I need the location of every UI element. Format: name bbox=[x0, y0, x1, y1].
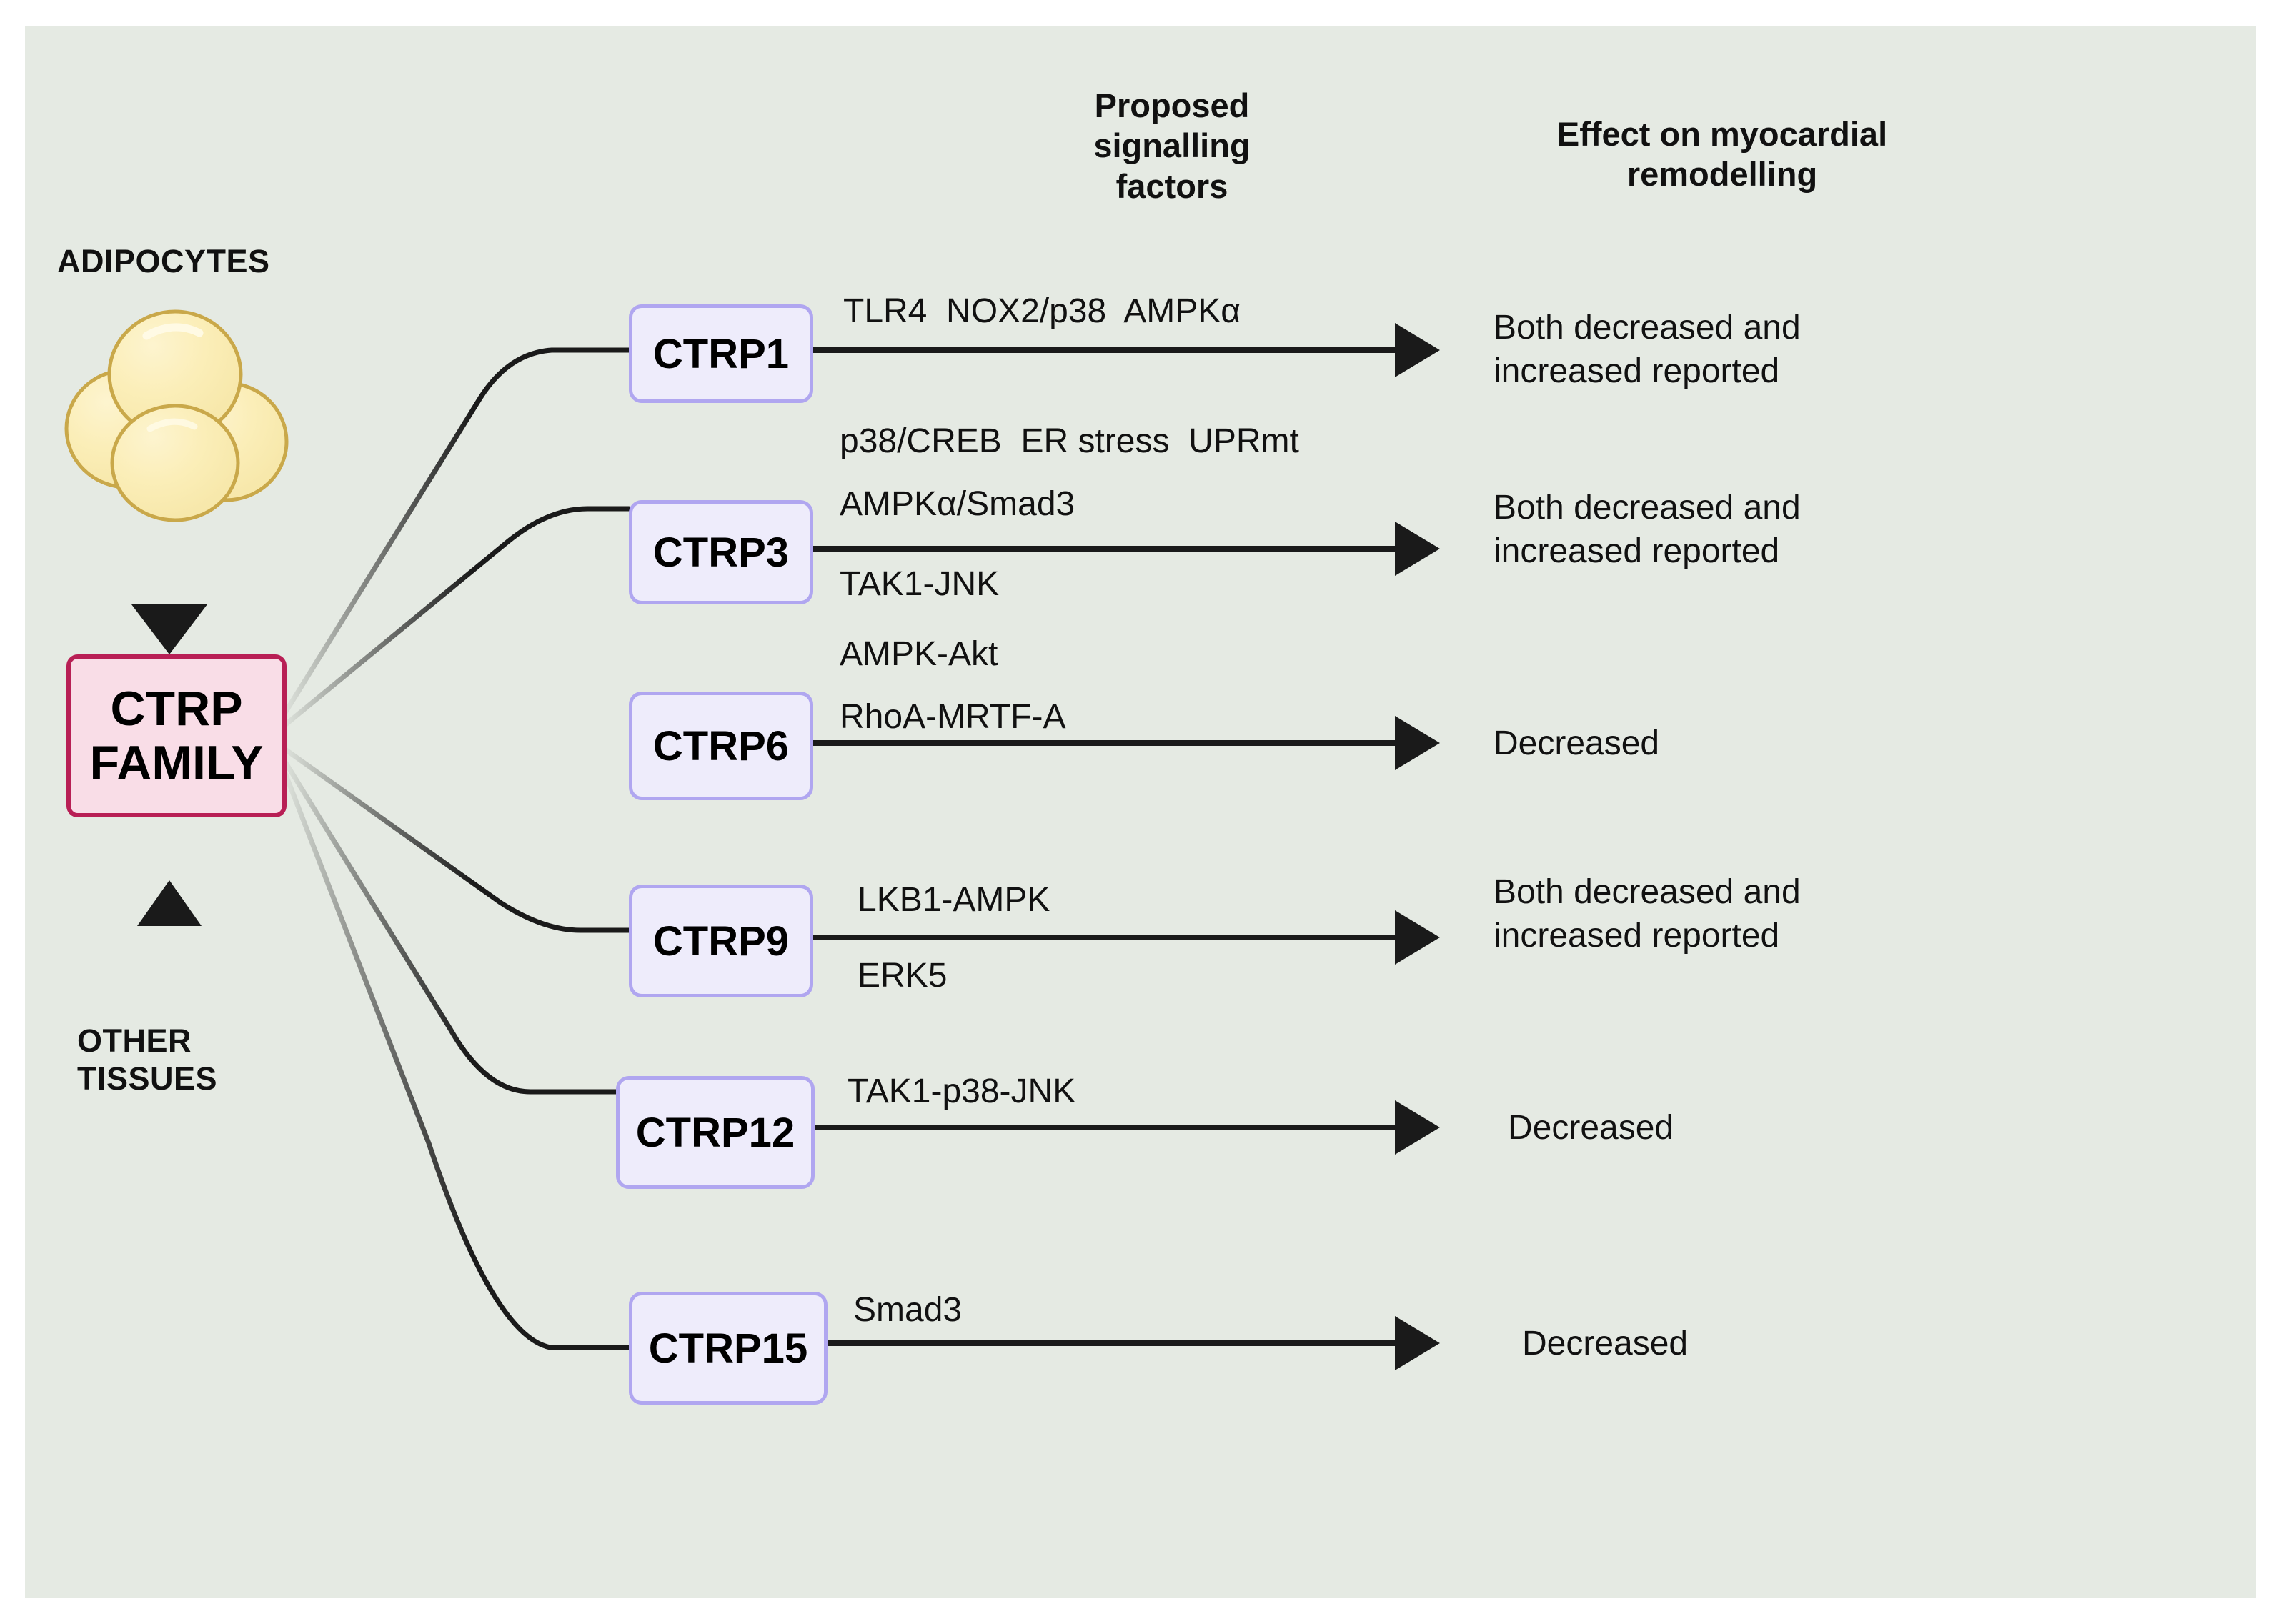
effect-line-1: Both decreased and bbox=[1494, 489, 1801, 527]
node-ctrp9[interactable]: CTRP9 bbox=[629, 885, 813, 997]
effect-line-1: Both decreased and bbox=[1494, 309, 1801, 347]
node-ctrp3[interactable]: CTRP3 bbox=[629, 500, 813, 604]
signalling-ctrp6-above-1: AMPK-Akt bbox=[840, 635, 998, 673]
label-other-tissues: OTHER TISSUES bbox=[77, 1022, 217, 1097]
effect-line-1: Decreased bbox=[1494, 724, 1660, 762]
effect-line-1: Both decreased and bbox=[1494, 873, 1801, 911]
effect-ctrp3: Both decreased and increased reported bbox=[1494, 486, 1965, 574]
node-ctrp6[interactable]: CTRP6 bbox=[629, 692, 813, 800]
effect-ctrp9: Both decreased and increased reported bbox=[1494, 870, 1965, 958]
effect-line-1: Decreased bbox=[1508, 1109, 1674, 1147]
header-line-2: remodelling bbox=[1626, 155, 1818, 194]
effect-line-1: Decreased bbox=[1522, 1325, 1689, 1363]
node-ctrp15[interactable]: CTRP15 bbox=[629, 1292, 828, 1405]
label-adipocytes: ADIPOCYTES bbox=[57, 243, 270, 279]
label-other-tissues-line-1: OTHER bbox=[77, 1022, 192, 1059]
header-line-2: signalling bbox=[1093, 126, 1251, 165]
column-header-signalling-factors: Proposed signalling factors bbox=[993, 86, 1351, 206]
ctrp-family-line-2: FAMILY bbox=[89, 736, 264, 790]
effect-ctrp15: Decreased bbox=[1522, 1322, 1994, 1365]
header-line-1: Effect on myocardial bbox=[1556, 115, 1888, 153]
node-ctrp1[interactable]: CTRP1 bbox=[629, 304, 813, 403]
signalling-ctrp12-above-1: TAK1-p38-JNK bbox=[848, 1072, 1076, 1110]
signalling-ctrp3-above-2: AMPKα/Smad3 bbox=[840, 485, 1075, 523]
signalling-ctrp9-below-1: ERK5 bbox=[858, 957, 948, 995]
effect-ctrp1: Both decreased and increased reported bbox=[1494, 306, 1965, 394]
signalling-ctrp6-above-2: RhoA-MRTF-A bbox=[840, 698, 1066, 736]
signalling-ctrp3-above-1: p38/CREB ER stress UPRmt bbox=[840, 422, 1299, 460]
header-line-1: Proposed bbox=[1094, 86, 1250, 124]
signalling-ctrp3-below-1: TAK1-JNK bbox=[840, 565, 1000, 603]
node-ctrp12[interactable]: CTRP12 bbox=[616, 1076, 815, 1189]
signalling-ctrp1-above-1: TLR4 NOX2/p38 AMPKα bbox=[843, 292, 1241, 330]
effect-line-2: increased reported bbox=[1494, 917, 1780, 955]
ctrp-family-hub-node[interactable]: CTRP FAMILY bbox=[66, 654, 287, 817]
effect-line-2: increased reported bbox=[1494, 352, 1780, 391]
header-line-3: factors bbox=[1115, 166, 1228, 205]
effect-ctrp12: Decreased bbox=[1508, 1106, 1979, 1150]
ctrp-family-line-1: CTRP bbox=[110, 681, 243, 736]
label-other-tissues-line-2: TISSUES bbox=[77, 1060, 218, 1097]
signalling-ctrp15-above-1: Smad3 bbox=[853, 1291, 963, 1329]
effect-ctrp6: Decreased bbox=[1494, 722, 1965, 765]
column-header-effect-on-myocardial-remodelling: Effect on myocardial remodelling bbox=[1472, 114, 1972, 195]
effect-line-2: increased reported bbox=[1494, 532, 1780, 571]
signalling-ctrp9-above-1: LKB1-AMPK bbox=[858, 881, 1050, 919]
